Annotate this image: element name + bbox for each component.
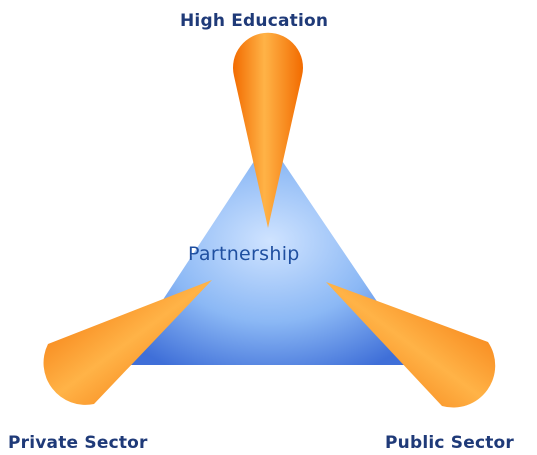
high-education-cone [232, 32, 303, 228]
partnership-label: Partnership [188, 243, 300, 265]
public-sector-label: Public Sector [385, 433, 515, 453]
private-sector-label: Private Sector [8, 433, 148, 453]
public-sector-cone [326, 282, 496, 408]
private-sector-cone [43, 280, 213, 405]
high-education-label: High Education [180, 11, 329, 31]
partnership-triangle [120, 140, 420, 365]
